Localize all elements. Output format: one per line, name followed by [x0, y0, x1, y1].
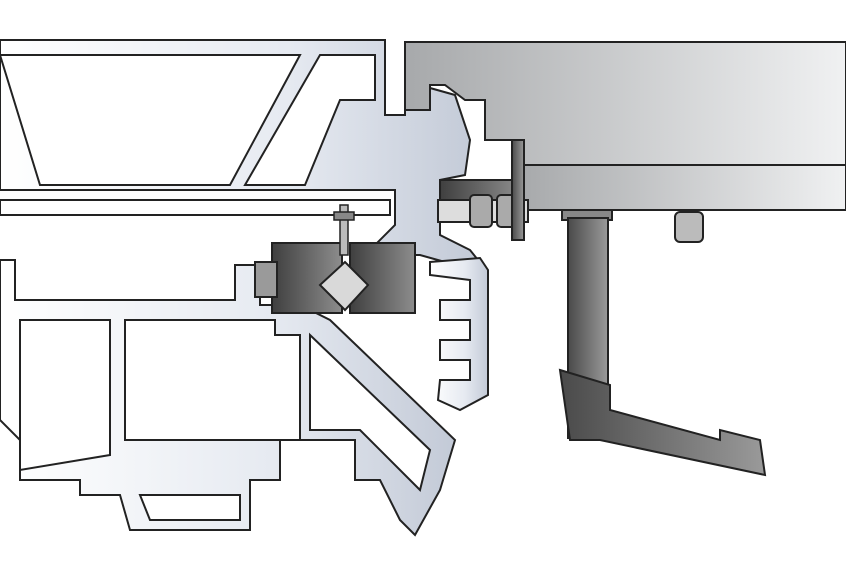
- upper-frame-profile: [0, 39, 480, 270]
- lower-frame-profile: [0, 259, 457, 537]
- hanger-bracket: [558, 209, 767, 477]
- nut: [674, 211, 704, 243]
- bolt-assembly: [437, 139, 529, 241]
- connector-blocks: [254, 242, 416, 314]
- threaded-rod: [333, 204, 355, 256]
- glazing-clip-profile: [429, 256, 489, 412]
